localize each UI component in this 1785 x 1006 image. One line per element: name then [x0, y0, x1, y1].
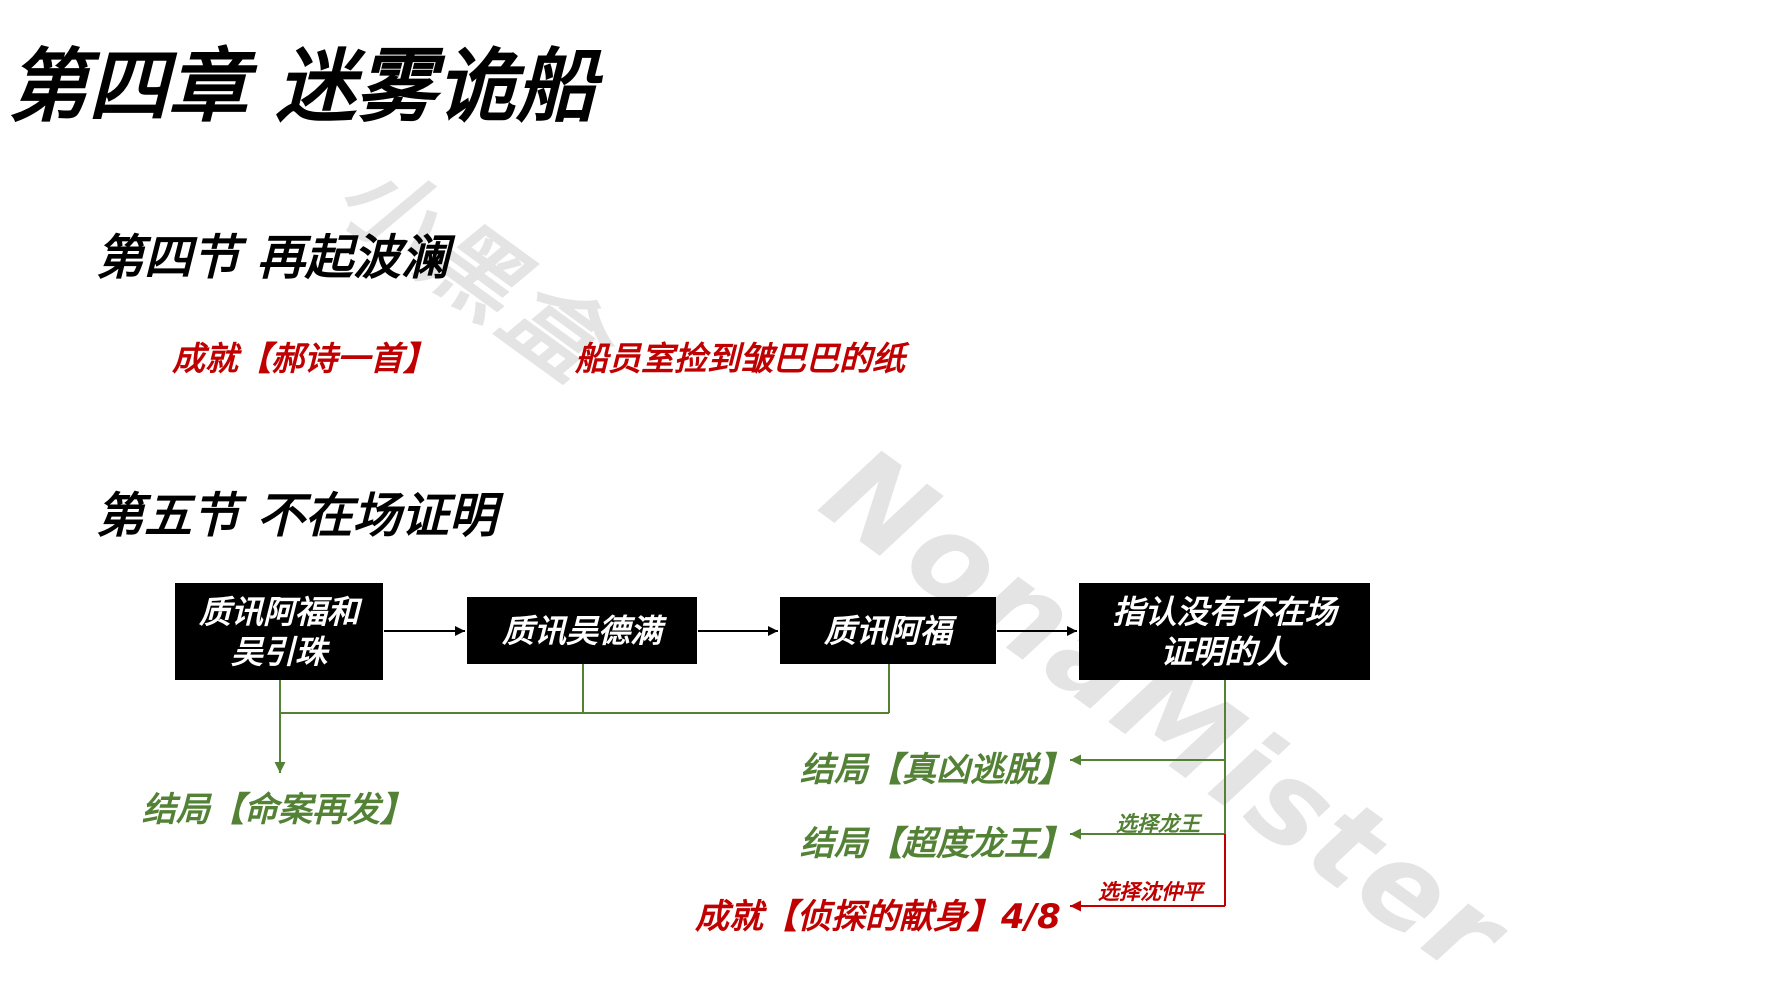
section4-achievement-note: 船员室捡到皱巴巴的纸 — [575, 339, 905, 378]
step-box-interrogate-wu-deman: 质讯吴德满 — [467, 597, 697, 664]
step-box-label-line1: 质讯阿福 — [823, 611, 952, 650]
step-box-label-line2: 吴引珠 — [230, 632, 327, 671]
step-box-label-line1: 质讯阿福和 — [198, 592, 359, 631]
section5-title: 第五节 不在场证明 — [96, 488, 497, 544]
step-box-accuse-no-alibi: 指认没有不在场 证明的人 — [1079, 583, 1370, 680]
achievement-detective-sacrifice: 成就【侦探的献身】4/8 — [695, 897, 1061, 937]
branch-label-choose-shen: 选择沈仲平 — [1098, 880, 1203, 904]
step-box-label-line1: 指认没有不在场 — [1112, 592, 1337, 631]
step-box-interrogate-afu: 质讯阿福 — [780, 597, 996, 664]
section4-achievement: 成就【郝诗一首】 — [172, 339, 436, 378]
ending-killer-escapes: 结局【真凶逃脱】 — [800, 750, 1072, 790]
step-box-interrogate-afu-wu: 质讯阿福和 吴引珠 — [175, 583, 383, 680]
step-box-label-line2: 证明的人 — [1160, 632, 1289, 671]
chapter-title: 第四章 迷雾诡船 — [8, 40, 596, 133]
step-box-label-line1: 质讯吴德满 — [501, 611, 662, 650]
ending-murder-again: 结局【命案再发】 — [142, 790, 414, 830]
section4-title: 第四节 再起波澜 — [96, 230, 449, 286]
ending-dragon-king: 结局【超度龙王】 — [800, 824, 1072, 864]
branch-label-choose-dragon-king: 选择龙王 — [1116, 812, 1200, 836]
